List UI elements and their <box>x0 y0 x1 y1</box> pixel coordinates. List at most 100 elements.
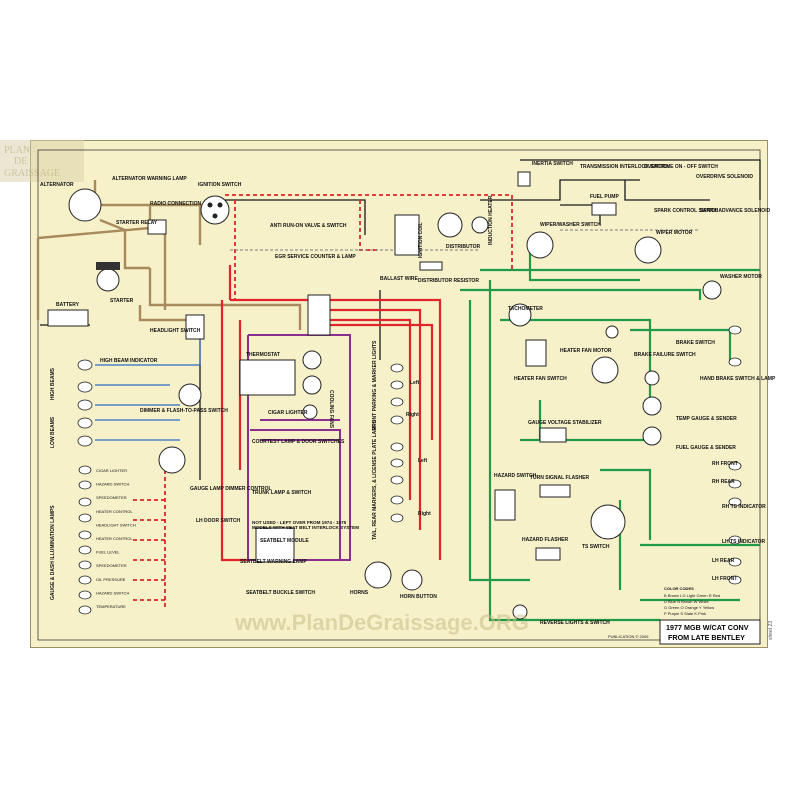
label-heater-fan-motor: HEATER FAN MOTOR <box>560 348 612 354</box>
label-turn-signal-flasher: TURN SIGNAL FLASHER <box>530 475 589 481</box>
label-rh-rear: RH REAR <box>712 479 735 485</box>
label-alt-warning: ALTERNATOR WARNING LAMP <box>112 176 187 182</box>
label-headlight-switch: HEADLIGHT SWITCH <box>150 328 201 334</box>
label-reverse-lights: REVERSE LIGHTS & SWITCH <box>540 620 610 626</box>
publisher-note: PUBLICATION © 2005 <box>608 634 649 639</box>
label-dimmer: DIMMER & FLASH-TO-PASS SWITCH <box>140 408 228 414</box>
alternator-symbol <box>68 188 102 222</box>
gauge-lamp-item-label: HEATER CONTROL <box>96 509 133 514</box>
heater-fan-switch-symbol <box>525 339 547 367</box>
label-lh-front: LH FRONT <box>712 576 737 582</box>
label-rh-front: RH FRONT <box>712 461 738 467</box>
turn-signal-flasher-symbol <box>539 484 571 498</box>
tachometer-symbol <box>508 303 532 327</box>
dimmer-switch-symbol <box>178 383 202 407</box>
label-wiper-washer: WIPER/WASHER SWITCH <box>540 222 601 228</box>
label-distributor-resistor: DISTRIBUTOR RESISTOR <box>418 278 479 284</box>
label-left-rear: Left <box>418 458 428 464</box>
watermark-site: www.PlanDeGraissage.ORG <box>234 610 529 635</box>
fuel-gauge-symbol <box>642 426 662 446</box>
brand-top: PLAN <box>4 145 30 156</box>
label-heater-fan-switch: HEATER FAN SWITCH <box>514 376 567 382</box>
label-lh-ts-indicator: LH TS INDICATOR <box>722 539 766 545</box>
ts-switch-symbol <box>590 504 626 540</box>
blue-wire-group <box>95 330 201 441</box>
horn-button-symbol <box>401 569 423 591</box>
cooling-fan-2-symbol <box>302 375 322 395</box>
label-brake-failure: BRAKE FAILURE SWITCH <box>634 352 696 358</box>
label-lh-rear: LH REAR <box>712 558 735 564</box>
label-battery: BATTERY <box>56 302 80 308</box>
distributor-resistor-symbol <box>419 261 443 271</box>
diagram-frame <box>37 149 761 641</box>
label-anti-run-on: ANTI RUN-ON VALVE & SWITCH <box>270 223 347 229</box>
label-washer-motor: WASHER MOTOR <box>720 274 762 280</box>
red-wire-group <box>220 265 442 562</box>
ignition-coil-symbol <box>394 214 420 256</box>
label-temp-gauge: TEMP GAUGE & SENDER <box>676 416 737 422</box>
thermostat-symbol <box>239 359 296 396</box>
label-hand-brake: HAND BRAKE SWITCH & LAMP <box>700 376 776 382</box>
label-courtesy-lamp: COURTESY LAMP & DOOR SWITCHES <box>252 439 345 445</box>
induction-heater-symbol <box>471 216 489 234</box>
label-induction-heater: INDUCTION HEATER <box>488 195 494 245</box>
label-hazard-flasher: HAZARD FLASHER <box>522 537 568 543</box>
starter-relay-symbol <box>147 219 167 235</box>
label-starter: STARTER <box>110 298 134 304</box>
label-spark-advance: SPARK ADVANCE SOLENOID <box>700 208 771 214</box>
brand-bottom: GRAISSAGE <box>4 168 60 179</box>
inertia-switch-symbol <box>517 171 531 187</box>
label-cigar-lighter: CIGAR LIGHTER <box>268 410 308 416</box>
headlight-switch-symbol <box>185 314 205 340</box>
starter-symbol <box>96 268 120 292</box>
gauge-lamp-item-list: CIGAR LIGHTER HAZARD SWITCH SPEEDOMETER HEA… <box>96 468 136 609</box>
brown-wire-group <box>36 180 302 330</box>
label-fuel-gauge: FUEL GAUGE & SENDER <box>676 445 736 451</box>
temp-gauge-symbol <box>642 396 662 416</box>
label-overdrive-solenoid: OVERDRIVE SOLENOID <box>696 174 753 180</box>
cooling-fan-1-symbol <box>302 350 322 370</box>
title-line-1: 1977 MGB W/CAT CONV <box>666 623 749 632</box>
label-high-beam-indicator: HIGH BEAM INDICATOR <box>100 358 158 364</box>
color-code-row-2: U Blue N Brown W White <box>664 599 709 604</box>
brake-switch-symbol <box>605 325 619 339</box>
label-tachometer: TACHOMETER <box>508 306 543 312</box>
gauge-lamp-item-label: CIGAR LIGHTER <box>96 468 127 473</box>
gauge-lamp-item-label: HAZARD SWITCH <box>96 482 129 487</box>
label-spark-control: SPARK CONTROL SWITCH <box>654 208 719 214</box>
gauge-lamp-item-label: HEADLIGHT SWITCH <box>96 522 136 527</box>
label-front-parking: FRONT PARKING & MARKER LIGHTS <box>372 340 378 430</box>
color-code-key: COLOR CODES B Brown LG Light Green R Red… <box>664 586 720 616</box>
label-right-rear: Right <box>418 511 431 517</box>
label-ignition: IGNITION SWITCH <box>198 182 242 188</box>
label-ignition-coil: IGNITION COIL <box>418 222 424 258</box>
label-trans-interlock: TRANSMISSION INTERLOCK SWITCH <box>580 164 670 170</box>
sheet-number: sheet 23 <box>768 621 774 640</box>
label-alternator: ALTERNATOR <box>40 182 74 188</box>
center-lamp-bulbs <box>390 363 404 523</box>
horns-symbol <box>364 561 392 589</box>
label-radio: RADIO CONNECTION <box>150 201 202 207</box>
label-seatbelt-buckle: SEATBELT BUCKLE SWITCH <box>246 590 315 596</box>
fuel-pump-symbol <box>591 202 617 216</box>
label-ballast-wire: BALLAST WIRE <box>380 276 418 282</box>
label-trunk-lamp: TRUNK LAMP & SWITCH <box>252 490 311 496</box>
label-left-front: Left <box>410 380 420 386</box>
label-lh-door: LH DOOR SWITCH <box>196 518 241 524</box>
label-low-beams: LOW BEAMS <box>50 416 56 448</box>
label-high-beams: HIGH BEAMS <box>50 367 56 400</box>
heater-fan-motor-symbol <box>591 356 619 384</box>
gauge-lamp-item-label: SPEEDOMETER <box>96 495 127 500</box>
color-code-heading: COLOR CODES <box>664 586 694 591</box>
color-code-row-3: G Green O Orange Y Yellow <box>664 605 714 610</box>
label-right-front: Right <box>406 412 419 418</box>
label-seatbelt-warning: SEATBELT WARNING LAMP <box>240 559 307 565</box>
hazard-switch-symbol <box>494 489 516 521</box>
gauge-lamp-item-label: HAZARD SWITCH <box>96 590 129 595</box>
label-starter-relay: STARTER RELAY <box>116 220 158 226</box>
gauge-lamp-item-label: HEATER CONTROL <box>96 536 133 541</box>
label-thermostat: THERMOSTAT <box>246 352 280 358</box>
reverse-light-symbol <box>512 604 528 620</box>
wiper-washer-switch-symbol <box>526 231 554 259</box>
